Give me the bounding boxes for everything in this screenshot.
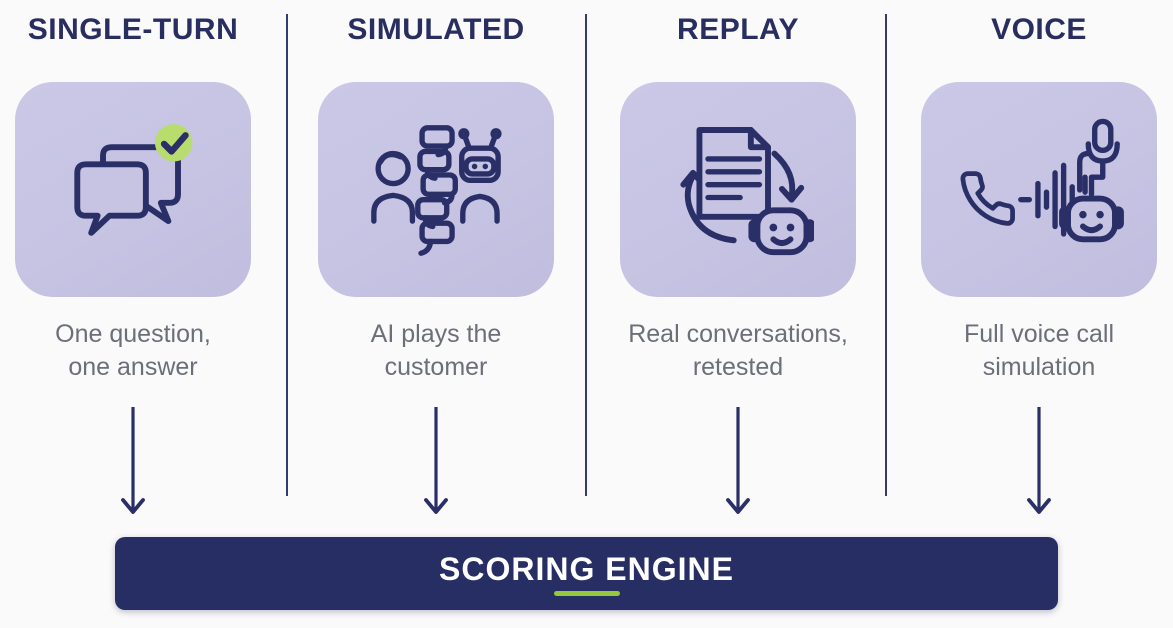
scoring-engine-label: SCORING ENGINE	[439, 550, 734, 587]
down-arrow-icon	[424, 407, 448, 514]
column-divider	[585, 14, 587, 496]
icon-card	[15, 82, 251, 297]
chat-bubbles-check-icon	[74, 123, 193, 236]
down-arrow-icon	[121, 407, 145, 514]
column-description: Full voice call simulation	[963, 320, 1115, 381]
scoring-engine-bar: SCORING ENGINE	[115, 537, 1058, 610]
down-arrow-icon	[1027, 407, 1051, 514]
column-title: VOICE	[991, 13, 1087, 46]
column-title: REPLAY	[677, 13, 799, 46]
icon-card	[620, 82, 856, 297]
column-divider	[885, 14, 887, 496]
column-divider	[286, 14, 288, 496]
column-description: One question, one answer	[55, 320, 211, 381]
green-underline	[553, 590, 620, 596]
column-voice: VOICE	[921, 0, 1157, 528]
phone-waveform-mic-robot-icon	[960, 118, 1124, 242]
column-description: AI plays the customer	[370, 320, 502, 381]
down-arrow-icon	[726, 407, 750, 514]
icon-card	[318, 82, 554, 297]
column-title: SINGLE-TURN	[27, 13, 239, 46]
person-chat-robot-icon	[371, 124, 502, 256]
column-replay: REPLAY	[620, 0, 856, 528]
document-replay-robot-icon	[680, 126, 814, 255]
icon-card	[921, 82, 1157, 297]
column-description: Real conversations, retested	[628, 320, 848, 381]
column-single-turn: SINGLE-TURN One question, one answer	[15, 0, 251, 528]
column-title: SIMULATED	[347, 13, 525, 46]
column-simulated: SIMULATED	[318, 0, 554, 528]
